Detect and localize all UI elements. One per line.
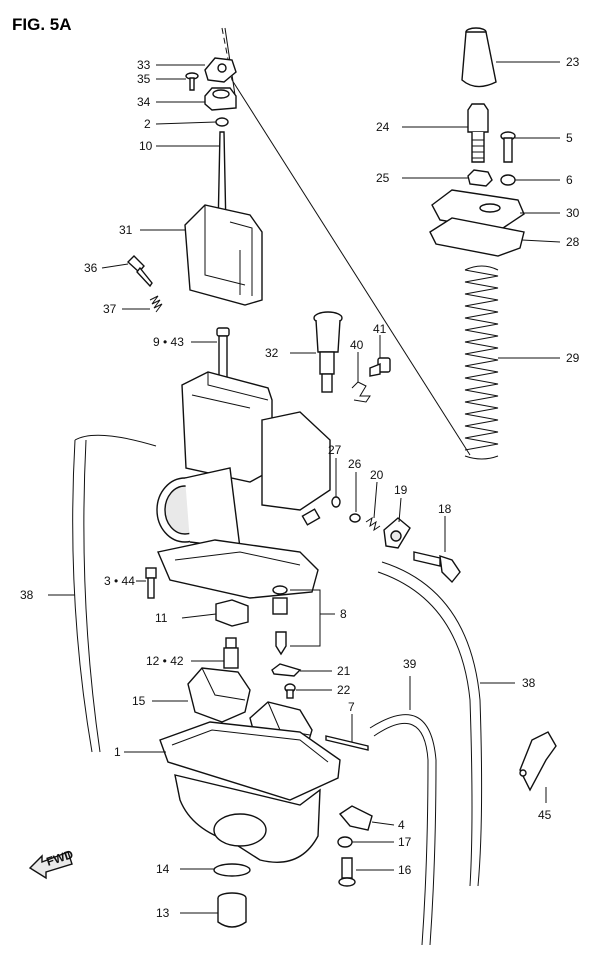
part-19-washer: [383, 517, 411, 549]
callout-6: 6: [566, 173, 573, 187]
callout-36: 36: [84, 261, 98, 275]
callout-25: 25: [376, 171, 390, 185]
callout-5: 5: [566, 131, 573, 145]
part-28-gasket: [429, 217, 525, 257]
hose-38-left: [72, 439, 93, 753]
part-21-float-pin: [271, 663, 302, 677]
part-12-42-pilot-jet: [223, 637, 239, 669]
part-37-spring: [149, 295, 163, 313]
callout-22: 22: [337, 683, 351, 697]
part-22-screw: [284, 683, 296, 699]
part-36-air-screw: [126, 255, 153, 288]
part-32-starter-plunger: [313, 311, 343, 393]
callout-45: 45: [538, 808, 552, 822]
callout-40: 40: [350, 338, 364, 352]
callout-10: 10: [139, 139, 153, 153]
part-8-float-valve: [272, 585, 288, 656]
part-23-rubber-cap: [461, 27, 497, 88]
part-34-top-cap: [204, 87, 237, 111]
callout-13: 13: [156, 906, 170, 920]
callout-30: 30: [566, 206, 580, 220]
part-25-nut: [467, 169, 493, 187]
callout-16: 16: [398, 863, 412, 877]
part-4-bracket: [338, 805, 373, 831]
part-11-baffle: [215, 599, 249, 627]
part-24-cable-adjuster: [467, 103, 489, 163]
callout-15: 15: [132, 694, 146, 708]
callout-11: 11: [155, 611, 168, 625]
leader-lines: [48, 61, 561, 914]
callout-26: 26: [348, 457, 362, 471]
callout-3-44: 3 • 44: [104, 574, 135, 588]
part-33-cable-cap: [204, 57, 237, 83]
callout-labels: 33 35 34 2 10 31 36 37 9 • 43 32 40 41 2…: [20, 55, 580, 920]
part-16-screw: [338, 857, 356, 887]
part-45-hose-clamp: [519, 731, 557, 792]
part-18-idle-screw: [413, 551, 461, 584]
callout-39: 39: [403, 657, 417, 671]
part-26-washer: [349, 513, 361, 523]
part-13-drain-plug: [217, 892, 247, 928]
callout-37: 37: [103, 302, 117, 316]
part-29-throttle-spring: [464, 265, 499, 460]
part-7-pin: [325, 735, 369, 751]
callout-20: 20: [370, 468, 384, 482]
callout-27: 27: [328, 443, 342, 457]
callout-17: 17: [398, 835, 412, 849]
part-20-spring: [365, 516, 381, 532]
callout-28: 28: [566, 235, 580, 249]
callout-4: 4: [398, 818, 405, 832]
callout-2: 2: [144, 117, 151, 131]
callout-35: 35: [137, 72, 151, 86]
part-3-44-main-jet: [145, 567, 157, 599]
callout-18: 18: [438, 502, 452, 516]
hose-39: [369, 714, 437, 946]
part-27-o-ring: [331, 496, 341, 508]
part-41-screw: [369, 357, 391, 377]
callout-38-right: 38: [522, 676, 536, 690]
part-6-washer: [500, 174, 516, 186]
hose-38-right: [377, 571, 473, 887]
callout-38-left: 38: [20, 588, 34, 602]
figure-title: FIG. 5A: [12, 15, 72, 34]
part-2-clip: [215, 117, 229, 127]
callout-34: 34: [137, 95, 151, 109]
part-31-throttle-valve: [184, 204, 263, 306]
callout-1: 1: [114, 745, 121, 759]
part-40-clip: [351, 381, 371, 403]
callout-29: 29: [566, 351, 580, 365]
part-14-o-ring: [213, 863, 251, 877]
callout-32: 32: [265, 346, 279, 360]
callout-19: 19: [394, 483, 408, 497]
callout-41: 41: [373, 322, 387, 336]
part-35-screw: [185, 72, 199, 91]
callout-31: 31: [119, 223, 133, 237]
callout-14: 14: [156, 862, 170, 876]
hose-38-left-top: [74, 434, 157, 447]
guide-line-diagonal: [231, 79, 471, 456]
part-1-float-bowl: [159, 721, 341, 863]
callout-21: 21: [337, 664, 351, 678]
callout-24: 24: [376, 120, 390, 134]
callout-12-42: 12 • 42: [146, 654, 184, 668]
callout-33: 33: [137, 58, 151, 72]
part-5-screw: [500, 131, 516, 163]
callout-8: 8: [340, 607, 347, 621]
callout-23: 23: [566, 55, 580, 69]
part-17-washer: [337, 836, 353, 848]
carburetor-body: [156, 371, 331, 599]
fwd-arrow-icon: FWD: [28, 847, 75, 880]
callout-9-43: 9 • 43: [153, 335, 184, 349]
callout-7: 7: [348, 700, 355, 714]
